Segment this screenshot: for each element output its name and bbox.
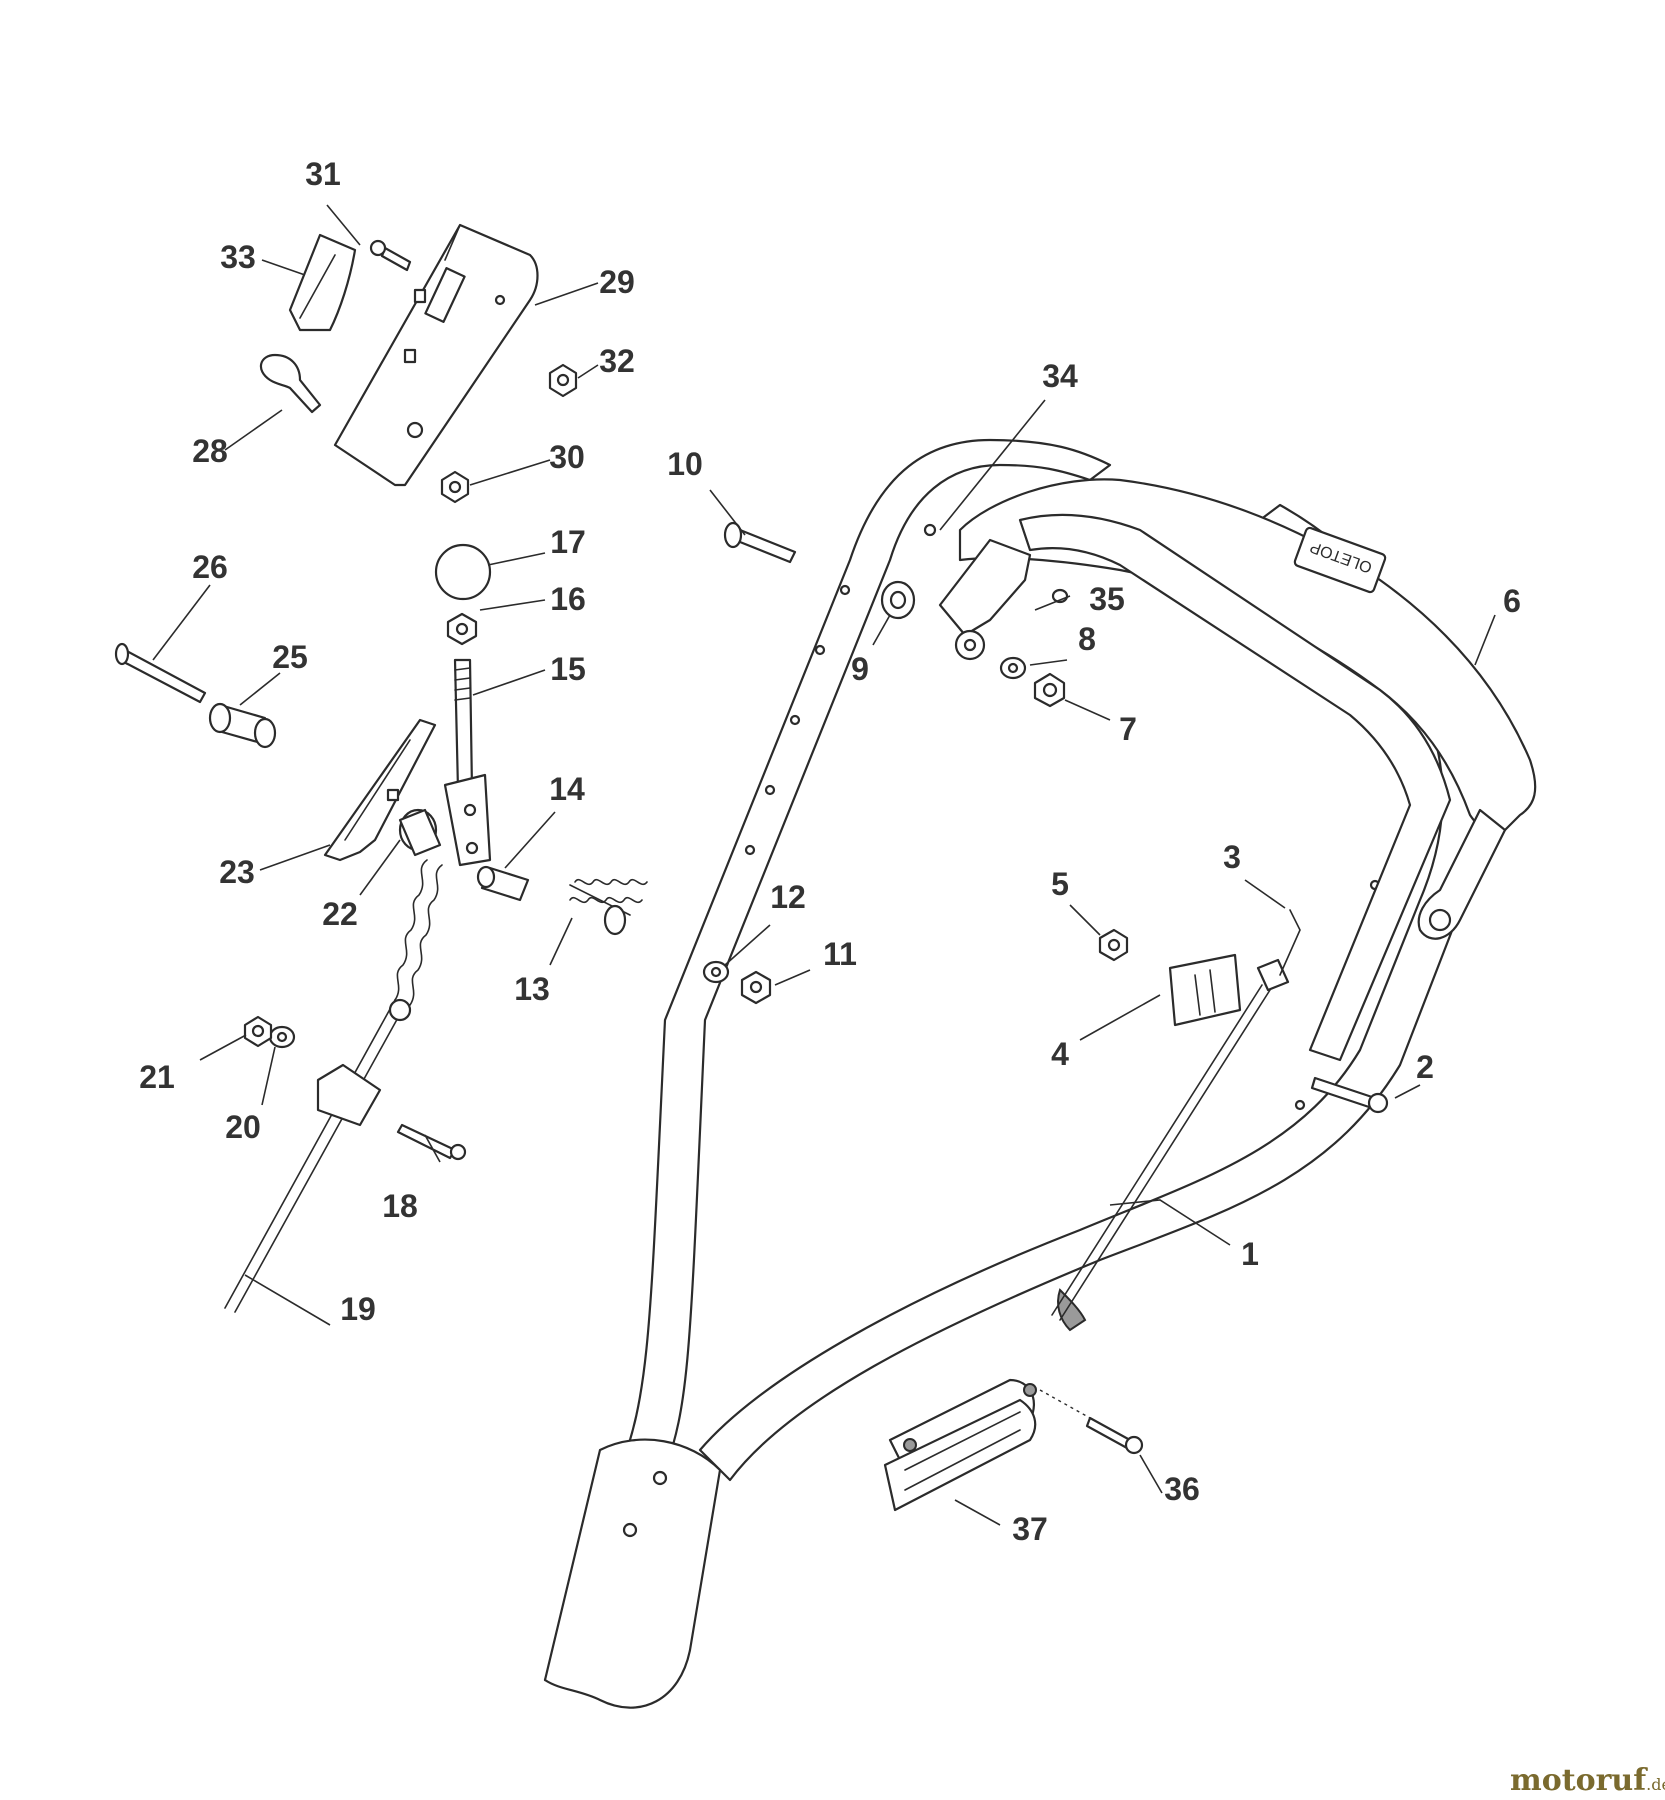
lever-23 <box>323 718 437 862</box>
part-number-16: 16 <box>550 581 586 617</box>
part-number-17: 17 <box>550 524 586 560</box>
part-number-29: 29 <box>599 264 635 300</box>
cable-3 <box>1051 909 1301 1321</box>
knob-17 <box>434 543 492 601</box>
part-number-12: 12 <box>770 879 806 915</box>
screw-2 <box>1310 1076 1389 1114</box>
part-number-35: 35 <box>1089 581 1125 617</box>
part-number-33: 33 <box>220 239 256 275</box>
clip-4 <box>1168 953 1242 1027</box>
bolt-26 <box>114 642 207 704</box>
bracket-34 <box>923 523 1032 661</box>
part-number-32: 32 <box>599 343 635 379</box>
inner-handle-arm <box>1018 513 1452 1062</box>
part-number-11: 11 <box>823 936 857 972</box>
part-number-3: 3 <box>1223 839 1241 875</box>
part-number-25: 25 <box>272 639 308 675</box>
nut-11 <box>740 970 772 1005</box>
part-number-9: 9 <box>851 651 869 687</box>
part-labels: 1 2 3 4 5 6 7 8 9 10 11 12 13 14 15 16 1… <box>139 156 1521 1547</box>
washer-8 <box>999 656 1027 680</box>
bushing-22 <box>398 808 442 857</box>
part-number-15: 15 <box>550 651 586 687</box>
part-number-10: 10 <box>667 446 703 482</box>
sleeve-25 <box>208 702 277 749</box>
u-bolt-28 <box>259 353 322 414</box>
watermark-suffix: .de <box>1646 1775 1665 1794</box>
nut-30 <box>440 470 470 504</box>
washer-20 <box>268 1025 296 1049</box>
clip-33 <box>288 233 357 332</box>
watermark-logo: motoruf.de <box>1510 1763 1665 1798</box>
part-number-34: 34 <box>1042 358 1078 394</box>
part-number-7: 7 <box>1119 711 1137 747</box>
svg-text:motoruf.de: motoruf.de <box>1510 1763 1665 1798</box>
bushing-9 <box>880 580 916 620</box>
part-number-2: 2 <box>1416 1049 1434 1085</box>
part-number-31: 31 <box>305 156 341 192</box>
part-number-13: 13 <box>514 971 550 1007</box>
part-number-5: 5 <box>1051 866 1069 902</box>
nut-16 <box>446 612 478 646</box>
leader-lines <box>152 204 1496 1526</box>
nut-7 <box>1033 672 1066 708</box>
bushing-14 <box>476 865 530 902</box>
spring-13 <box>569 878 648 936</box>
part-number-20: 20 <box>225 1109 261 1145</box>
part-number-4: 4 <box>1051 1036 1069 1072</box>
rod-15 <box>443 658 492 867</box>
nut-21 <box>243 1015 273 1048</box>
part-number-14: 14 <box>549 771 585 807</box>
screw-36 <box>1039 1389 1144 1455</box>
part-number-28: 28 <box>192 433 228 469</box>
screw-31 <box>369 239 412 272</box>
part-number-23: 23 <box>219 854 255 890</box>
nut-32 <box>548 363 578 398</box>
watermark-brand: motoruf <box>1510 1763 1648 1798</box>
part-number-21: 21 <box>139 1059 175 1095</box>
part-number-6: 6 <box>1503 583 1521 619</box>
nut-5 <box>1098 928 1129 962</box>
part-number-30: 30 <box>549 439 585 475</box>
part-number-19: 19 <box>340 1291 376 1327</box>
pedal-plate-37 <box>883 1378 1037 1512</box>
part-number-37: 37 <box>1012 1511 1048 1547</box>
part-number-1: 1 <box>1241 1236 1259 1272</box>
part-number-18: 18 <box>382 1188 418 1224</box>
part-number-26: 26 <box>192 549 228 585</box>
part-number-36: 36 <box>1164 1471 1200 1507</box>
screw-18 <box>396 1123 467 1161</box>
handle-frame <box>543 438 1484 1709</box>
bracket-29 <box>333 223 539 487</box>
part-number-8: 8 <box>1078 621 1096 657</box>
cable-19 <box>224 859 443 1313</box>
washer-12 <box>702 960 730 984</box>
bolt-10 <box>723 521 797 564</box>
part-number-22: 22 <box>322 896 358 932</box>
